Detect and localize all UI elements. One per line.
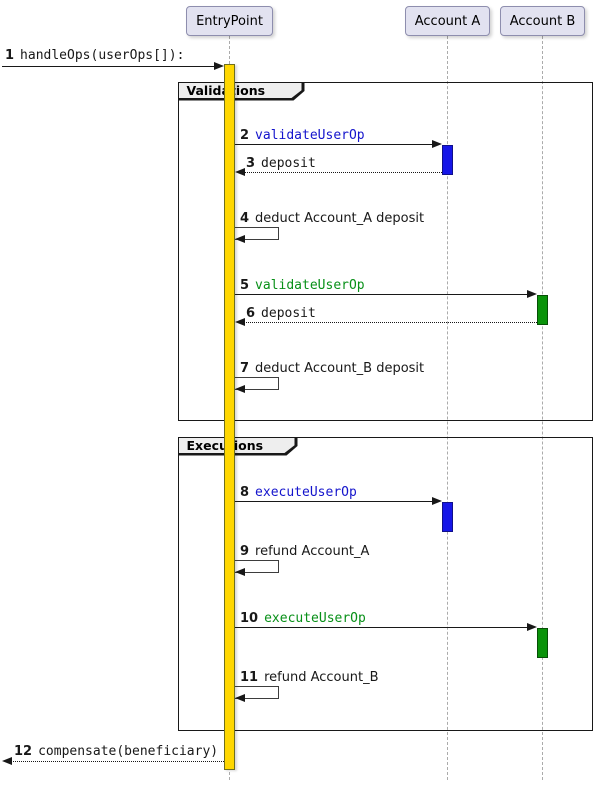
frame-tab-fill xyxy=(179,438,295,453)
message-1-text: handleOps(userOps[]): xyxy=(20,48,185,63)
message-2-arrowhead-icon xyxy=(432,139,442,148)
message-10-line xyxy=(235,627,527,628)
message-5-label: 5 validateUserOp xyxy=(240,278,365,294)
message-12-text: compensate(beneficiary) xyxy=(38,744,219,759)
activation-account-a-validate xyxy=(442,145,453,175)
message-4-label: 4 deduct Account_A deposit xyxy=(240,211,424,227)
activation-account-b-execute xyxy=(537,628,548,658)
message-3-arrowhead-icon xyxy=(235,167,245,176)
message-7-text: deduct Account_B deposit xyxy=(255,361,425,376)
message-8-text: executeUserOp xyxy=(255,485,357,500)
frame-tab-fill xyxy=(179,83,302,98)
lifeline-account-a xyxy=(447,36,448,780)
message-6-arrowhead-icon xyxy=(235,317,245,326)
message-3-number: 3 xyxy=(246,156,256,171)
participant-account-a-label: Account A xyxy=(414,13,481,29)
message-10-label: 10 executeUserOp xyxy=(240,611,366,627)
message-6-number: 6 xyxy=(246,306,256,321)
message-2-text: validateUserOp xyxy=(255,128,365,143)
message-12-line xyxy=(11,761,224,762)
activation-entrypoint xyxy=(224,64,235,770)
message-6-text: deposit xyxy=(261,306,316,321)
message-11-number: 11 xyxy=(240,670,259,685)
message-12-arrowhead-icon xyxy=(2,756,12,765)
message-10-number: 10 xyxy=(240,611,259,626)
participant-entrypoint: EntryPoint xyxy=(186,6,273,36)
frame-executions-tab: Executions xyxy=(178,437,298,456)
message-9-arrowhead-icon xyxy=(235,568,245,576)
message-3-label: 3 deposit xyxy=(246,156,316,172)
lifeline-account-b xyxy=(542,36,543,780)
frame-validations-tab: Validations xyxy=(178,82,305,101)
message-12-number: 12 xyxy=(14,744,33,759)
activation-account-a-execute xyxy=(442,502,453,532)
message-9-label: 9 refund Account_A xyxy=(240,544,369,560)
message-11-selfloop xyxy=(235,686,279,699)
message-1-number: 1 xyxy=(5,48,15,63)
message-3-text: deposit xyxy=(261,156,316,171)
message-11-arrowhead-icon xyxy=(235,694,245,702)
message-11-label: 11 refund Account_B xyxy=(240,670,379,686)
message-10-text: executeUserOp xyxy=(264,611,366,626)
message-10-arrowhead-icon xyxy=(527,622,537,631)
message-1-arrowhead-icon xyxy=(214,61,224,70)
message-5-text: validateUserOp xyxy=(255,278,365,293)
message-7-arrowhead-icon xyxy=(235,385,245,393)
message-4-arrowhead-icon xyxy=(235,235,245,243)
message-8-arrowhead-icon xyxy=(432,496,442,505)
message-7-label: 7 deduct Account_B deposit xyxy=(240,361,424,377)
message-2-number: 2 xyxy=(240,128,250,143)
message-8-label: 8 executeUserOp xyxy=(240,485,357,501)
participant-account-b-label: Account B xyxy=(509,13,576,29)
message-9-text: refund Account_A xyxy=(255,544,370,559)
participant-entrypoint-label: EntryPoint xyxy=(196,13,263,29)
message-1-line xyxy=(2,66,215,67)
message-8-line xyxy=(235,501,432,502)
message-7-number: 7 xyxy=(240,361,250,376)
participant-account-a: Account A xyxy=(405,6,490,36)
frame-executions: Executions xyxy=(178,437,593,731)
activation-account-b-validate xyxy=(537,295,548,325)
message-6-line xyxy=(244,322,537,323)
participant-account-b: Account B xyxy=(500,6,585,36)
message-5-arrowhead-icon xyxy=(527,289,537,298)
message-1-label: 1 handleOps(userOps[]): xyxy=(5,48,184,64)
message-3-line xyxy=(244,172,442,173)
message-2-label: 2 validateUserOp xyxy=(240,128,365,144)
message-5-number: 5 xyxy=(240,278,250,293)
message-11-text: refund Account_B xyxy=(264,670,379,685)
message-9-number: 9 xyxy=(240,544,250,559)
message-7-selfloop xyxy=(235,377,279,390)
message-5-line xyxy=(235,294,527,295)
message-6-label: 6 deposit xyxy=(246,306,316,322)
message-4-number: 4 xyxy=(240,211,250,226)
message-4-selfloop xyxy=(235,227,279,240)
message-2-line xyxy=(235,144,432,145)
message-12-label: 12 compensate(beneficiary) xyxy=(14,744,218,760)
frame-validations: Validations xyxy=(178,82,593,421)
message-4-text: deduct Account_A deposit xyxy=(255,211,425,226)
message-9-selfloop xyxy=(235,560,279,573)
message-8-number: 8 xyxy=(240,485,250,500)
